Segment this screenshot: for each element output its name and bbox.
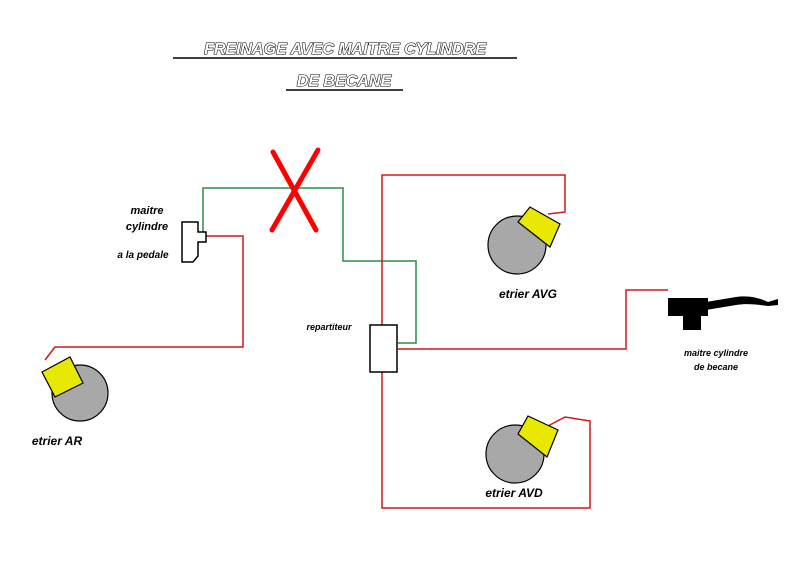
diagram-title-line2: DE BECANE [297,73,393,90]
rear-brake-line [44,235,244,361]
pedal-master-label-3: a la pedale [117,250,169,261]
bike-master-label-2: de becane [694,362,738,372]
diagram-title-line1: FREINAGE AVEC MAITRE CYLINDRE [204,41,487,58]
old-pedal-line [202,187,417,344]
front-right-caliper-label: etrier AVD [485,486,543,500]
rear-caliper-label: etrier AR [32,434,83,448]
pedal-master-cylinder [181,221,207,263]
front-left-brake-line [381,174,566,325]
front-right-brake-line [381,372,591,509]
front-left-caliper-label: etrier AVG [499,287,557,301]
pedal-master-label-2: cylindre [126,221,168,233]
front-left-caliper [487,206,561,275]
bike-master-label-1: maitre cylindre [684,348,748,358]
removed-line-cross [269,147,321,233]
bike-master-cylinder-icon [668,296,778,330]
front-right-caliper [485,415,559,484]
pedal-master-label-1: maitre [130,205,163,217]
distributor-unit [369,324,398,373]
rear-caliper [41,356,109,422]
bike-master-line [398,289,668,350]
distributor-label: repartiteur [306,322,352,332]
